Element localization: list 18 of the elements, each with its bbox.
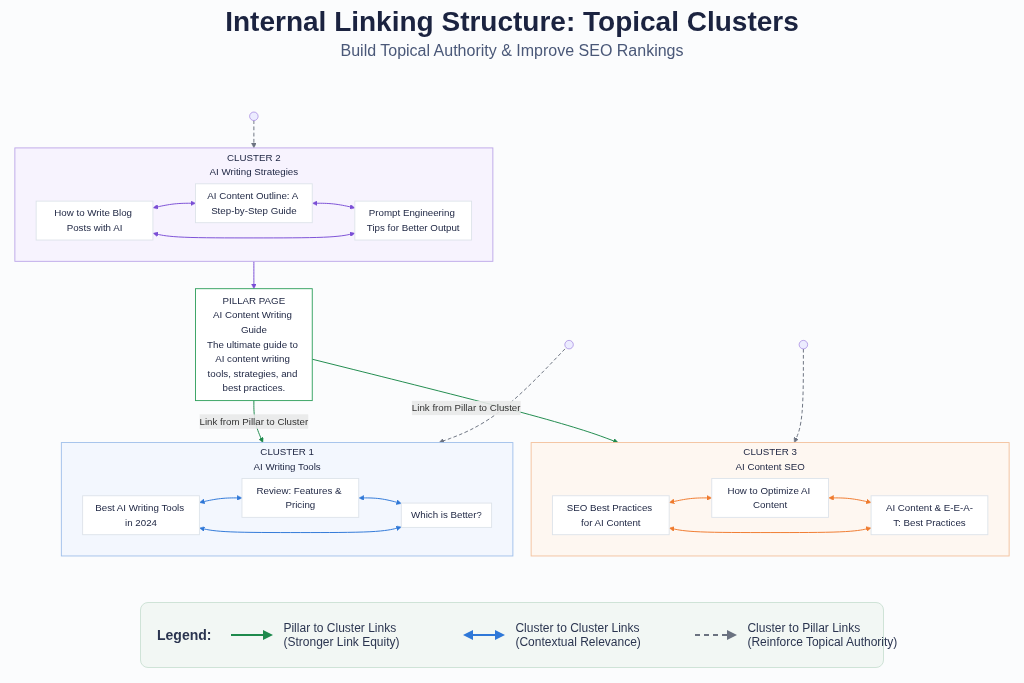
- legend-text: Cluster to Pillar Links (Reinforce Topical Authority): [747, 621, 899, 649]
- node-box: SEO Best Practices for AI Content: [551, 495, 670, 536]
- legend-title: Legend:: [157, 627, 212, 643]
- edge-label: Link from Pillar to Cluster: [411, 402, 521, 413]
- node-box: How to Optimize AI Content: [711, 477, 829, 518]
- diagram-title: Internal Linking Structure: Topical Clusters: [225, 6, 799, 38]
- node-box: Which is Better?: [400, 502, 493, 528]
- node-box: Prompt Engineering Tips for Better Output: [354, 200, 473, 241]
- node-box: Review: Features & Pricing: [241, 477, 360, 518]
- subtitle: Build Topical Authority & Improve SEO Rankings: [340, 42, 684, 60]
- node-box: How to Write Blog Posts with AI: [35, 200, 154, 241]
- legend-text: Cluster to Cluster Links (Contextual Relevance): [515, 621, 642, 649]
- node-box: PILLAR PAGE AI Content Writing Guide The ultimate guide to AI content writing tools, strategies, and best practices.: [195, 288, 313, 402]
- edge-label: Link from Pillar to Cluster: [199, 416, 309, 427]
- node-box: AI Content Outline: A Step-by-Step Guide: [195, 183, 313, 224]
- node-box: AI Content & E-E-A-T: Best Practices: [870, 495, 989, 536]
- node-box: Best AI Writing Tools in 2024: [82, 495, 200, 536]
- legend-text: Pillar to Cluster Links (Stronger Link Equity): [283, 621, 401, 649]
